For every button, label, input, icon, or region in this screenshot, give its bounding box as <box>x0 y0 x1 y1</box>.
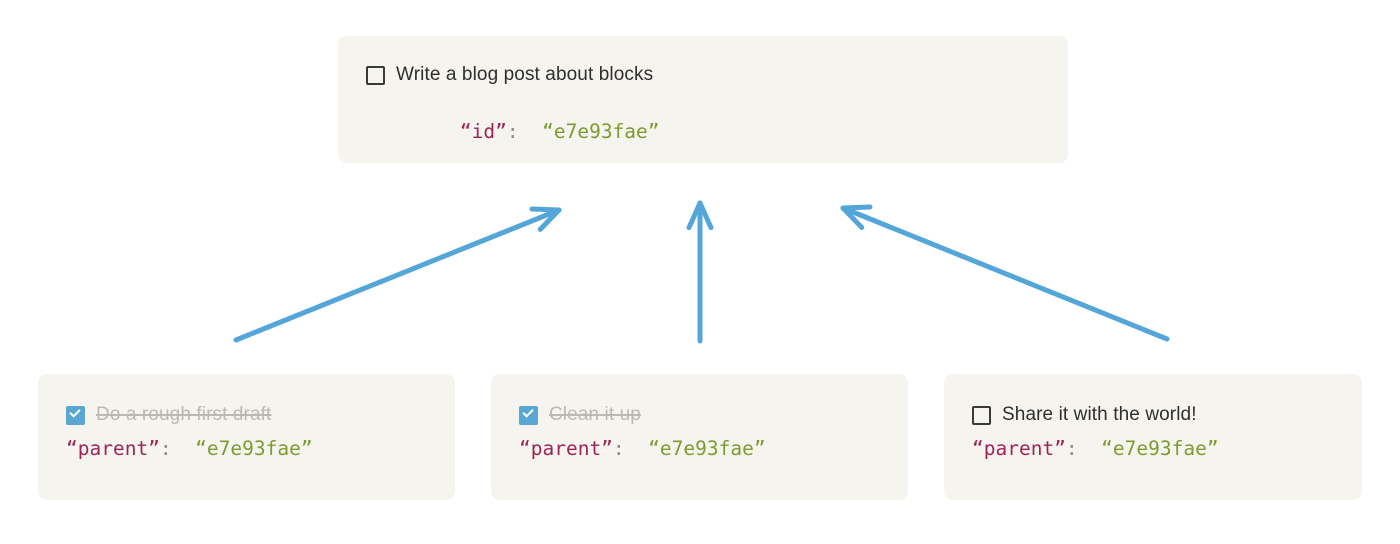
json-key: “parent” <box>66 437 160 460</box>
checkbox-empty-icon[interactable] <box>366 65 385 85</box>
arrow-head-stroke <box>697 200 714 231</box>
json-key: “parent” <box>972 437 1066 460</box>
arrow-left-child-to-parent <box>233 206 562 343</box>
child-task-label: Do a rough first draft <box>96 404 272 425</box>
checkbox-checked-icon[interactable] <box>66 405 85 425</box>
json-key: “parent” <box>519 437 613 460</box>
parent-json-line: “id”: “e7e93fae” <box>366 97 1048 166</box>
json-colon: : <box>612 437 625 460</box>
parent-task-row[interactable]: Write a blog post about blocks <box>366 62 1048 88</box>
json-colon: : <box>506 120 519 143</box>
child-task-row[interactable]: Do a rough first draft <box>66 402 435 428</box>
child-card-content: Share it with the world! “parent”: “e7e93… <box>972 402 1342 460</box>
child-json-line: “parent”: “e7e93fae” <box>66 437 435 460</box>
parent-task-label: Write a blog post about blocks <box>396 64 654 85</box>
arrow-shaft <box>840 205 1170 342</box>
child-block-card[interactable]: Share it with the world! “parent”: “e7e93… <box>944 374 1362 500</box>
json-colon: : <box>159 437 172 460</box>
json-value: “e7e93fae” <box>648 437 766 460</box>
arrow-head-stroke <box>686 200 703 231</box>
arrow-head-stroke <box>840 204 873 211</box>
json-value: “e7e93fae” <box>542 120 660 143</box>
checkbox-checked-icon[interactable] <box>519 405 538 425</box>
json-space <box>1078 437 1101 460</box>
child-task-row[interactable]: Clean it up <box>519 402 888 428</box>
child-card-content: Clean it up “parent”: “e7e93fae” <box>519 402 888 460</box>
parent-block-card[interactable]: Write a blog post about blocks “id”: “e7… <box>338 36 1068 163</box>
arrow-middle-child-to-parent <box>686 200 714 344</box>
json-space <box>625 437 648 460</box>
json-value: “e7e93fae” <box>195 437 313 460</box>
child-json-line: “parent”: “e7e93fae” <box>519 437 888 460</box>
child-json-line: “parent”: “e7e93fae” <box>972 437 1342 460</box>
child-task-label: Share it with the world! <box>1002 404 1197 425</box>
parent-card-content: Write a blog post about blocks “id”: “e7… <box>366 62 1048 166</box>
child-task-row[interactable]: Share it with the world! <box>972 402 1342 428</box>
json-space <box>519 120 542 143</box>
child-block-card[interactable]: Do a rough first draft “parent”: “e7e93fa… <box>38 374 455 500</box>
arrow-head-stroke <box>840 205 865 230</box>
arrow-shaft <box>233 207 562 343</box>
arrow-head-stroke <box>537 207 562 232</box>
json-space <box>172 437 195 460</box>
arrow-head-stroke <box>529 206 562 213</box>
json-key: “id” <box>459 120 507 143</box>
child-task-label: Clean it up <box>549 404 641 425</box>
json-value: “e7e93fae” <box>1101 437 1219 460</box>
json-colon: : <box>1065 437 1078 460</box>
checkbox-empty-icon[interactable] <box>972 405 991 425</box>
arrow-right-child-to-parent <box>840 204 1170 342</box>
child-card-content: Do a rough first draft “parent”: “e7e93fa… <box>66 402 435 460</box>
child-block-card[interactable]: Clean it up “parent”: “e7e93fae” <box>491 374 908 500</box>
